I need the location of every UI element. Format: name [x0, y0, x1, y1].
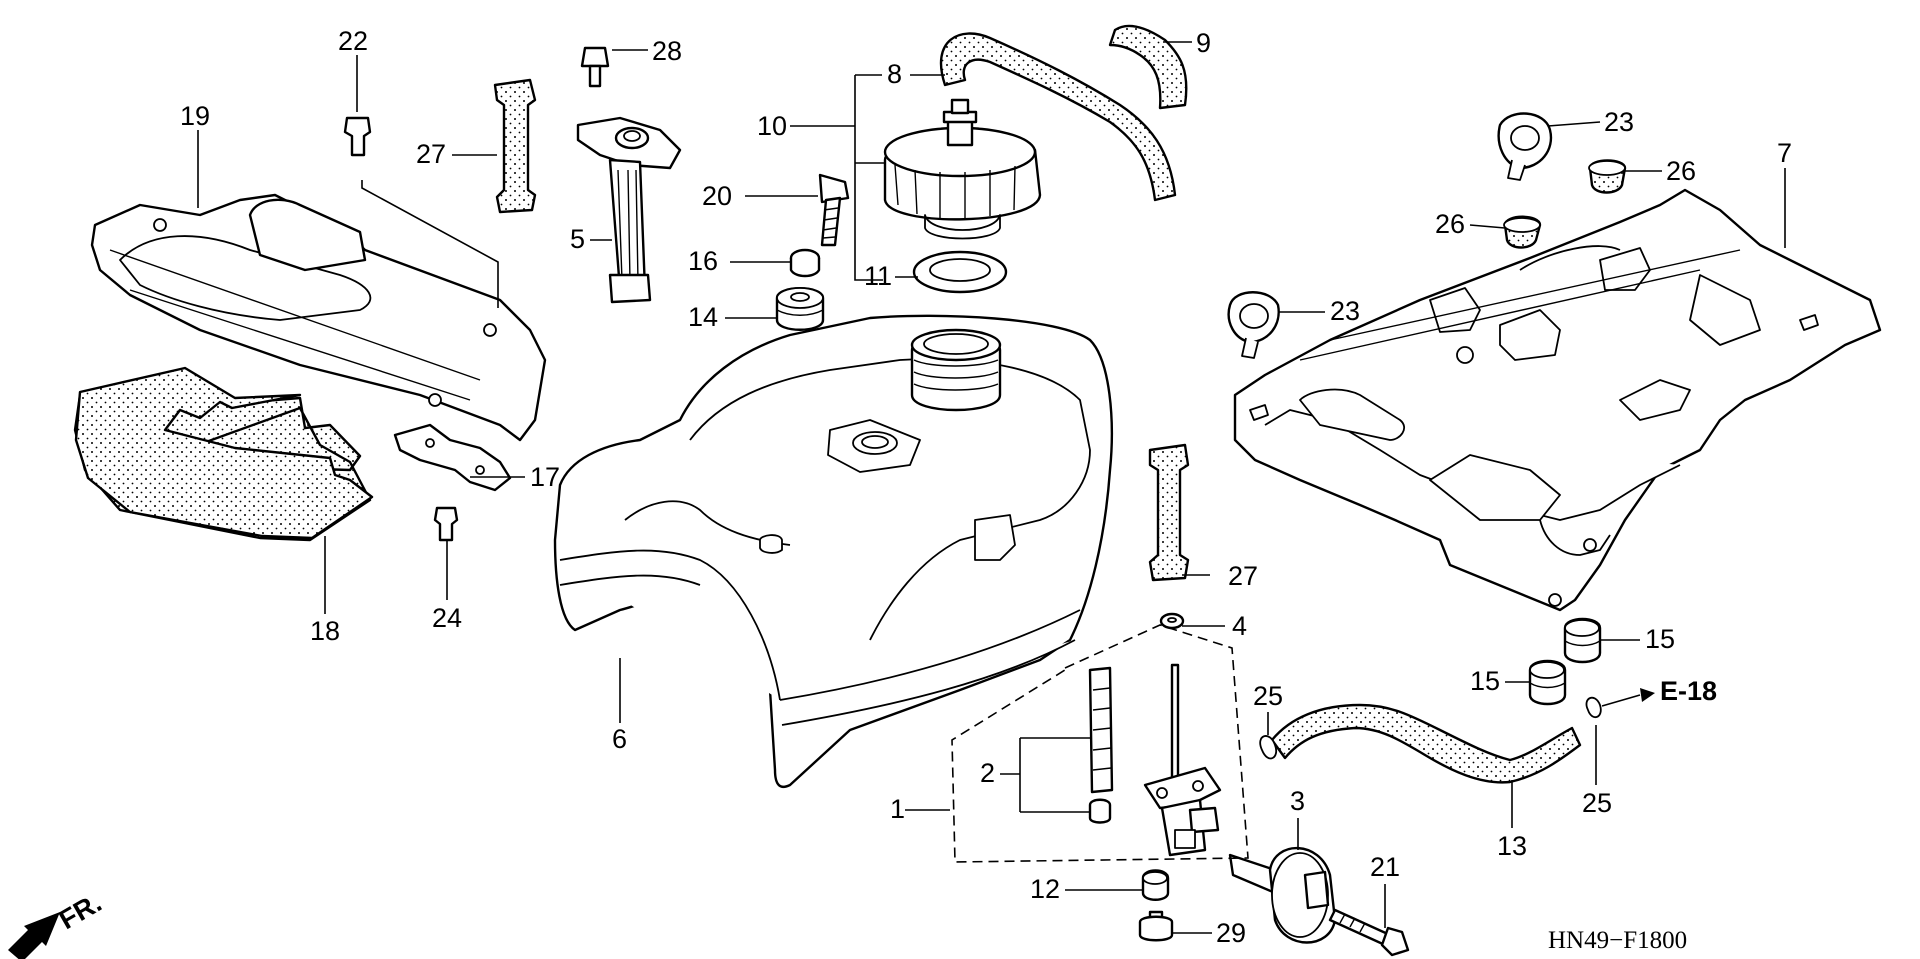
- part-14-grommet: [775, 287, 825, 331]
- part-25-clip-left: [1259, 735, 1278, 760]
- part-23-clamp-upper: [1497, 112, 1553, 181]
- part-26-plug-lower: [1503, 215, 1542, 249]
- callout-22: 22: [338, 26, 368, 56]
- callout-14: 14: [688, 302, 718, 332]
- part-6-fuel-tank: [553, 314, 1113, 789]
- part-19-front-shroud: [90, 193, 547, 442]
- callout-10: 10: [757, 111, 787, 141]
- callout-21: 21: [1370, 852, 1400, 882]
- reference-label: E-18: [1660, 676, 1717, 706]
- part-26-plug-upper: [1588, 159, 1627, 194]
- part-27-strap-upper: [493, 78, 537, 214]
- part-1-fuel-valve: [1143, 663, 1222, 857]
- callout-26-upper: 26: [1666, 156, 1696, 186]
- callout-7: 7: [1777, 138, 1792, 168]
- diagram-code: HN49−F1800: [1548, 927, 1687, 954]
- part-13-fuel-hose: [1270, 703, 1582, 784]
- part-22-clip: [343, 116, 372, 157]
- part-9-hose: [1108, 24, 1188, 110]
- callout-19: 19: [180, 101, 210, 131]
- callout-labels: 22 19 27 28 5 10 8 9 11 20 16 14 17 18 2…: [180, 26, 1792, 954]
- front-direction-arrow: FR.: [8, 887, 107, 959]
- callout-26-lower: 26: [1435, 209, 1465, 239]
- part-23-clamp-lower: [1227, 291, 1280, 359]
- callout-25-right: 25: [1582, 788, 1612, 818]
- part-2-fuel-strainer: [1088, 666, 1114, 824]
- part-10-fuel-cap: [883, 98, 1042, 240]
- part-5-fuel-level-sender: [576, 116, 682, 304]
- callout-1: 1: [890, 794, 905, 824]
- callout-5: 5: [570, 224, 585, 254]
- callout-27-upper: 27: [416, 139, 446, 169]
- part-25-clip-right: [1585, 696, 1602, 719]
- callout-15-upper: 15: [1645, 624, 1675, 654]
- part-11-gasket: [912, 250, 1008, 294]
- part-7-skid-plate: [1233, 188, 1882, 612]
- callout-27-lower: 27: [1228, 561, 1258, 591]
- part-28-bolt: [580, 46, 610, 88]
- callout-9: 9: [1196, 28, 1211, 58]
- callout-11: 11: [864, 261, 892, 291]
- callout-13: 13: [1497, 831, 1527, 861]
- leader-lines: [197, 41, 1786, 934]
- callout-8: 8: [887, 59, 902, 89]
- part-12-nut: [1141, 869, 1170, 901]
- callout-12: 12: [1030, 874, 1060, 904]
- callout-29: 29: [1216, 918, 1246, 948]
- part-27-strap-lower: [1148, 443, 1190, 582]
- callout-16: 16: [688, 246, 718, 276]
- part-3-fuel-filter: [1228, 846, 1337, 944]
- part-21-bolt: [1328, 908, 1410, 957]
- part-24-clip: [433, 506, 459, 542]
- part-29-bolt: [1138, 910, 1174, 942]
- callout-23-lower: 23: [1330, 296, 1360, 326]
- callout-23-upper: 23: [1604, 107, 1634, 137]
- part-16-collar: [789, 248, 821, 278]
- part-4-washer: [1159, 612, 1185, 630]
- callout-24: 24: [432, 603, 462, 633]
- callout-25-left: 25: [1253, 681, 1283, 711]
- part-17-bracket-plate: [393, 423, 512, 492]
- callout-15-lower: 15: [1470, 666, 1500, 696]
- front-marker-label: FR.: [54, 887, 107, 935]
- part-15-grommet-lower: [1528, 659, 1567, 706]
- callout-4: 4: [1232, 611, 1247, 641]
- callout-20: 20: [702, 181, 732, 211]
- part-18-heat-shield-pad: [73, 366, 374, 542]
- part-8-breather-hose: [939, 32, 1177, 202]
- callout-3: 3: [1290, 786, 1305, 816]
- callout-17: 17: [530, 462, 560, 492]
- callout-18: 18: [310, 616, 340, 646]
- part-15-grommet-upper: [1563, 617, 1602, 664]
- part-20-bolt: [818, 173, 850, 247]
- callout-2: 2: [980, 758, 995, 788]
- callout-28: 28: [652, 36, 682, 66]
- callout-6: 6: [612, 724, 627, 754]
